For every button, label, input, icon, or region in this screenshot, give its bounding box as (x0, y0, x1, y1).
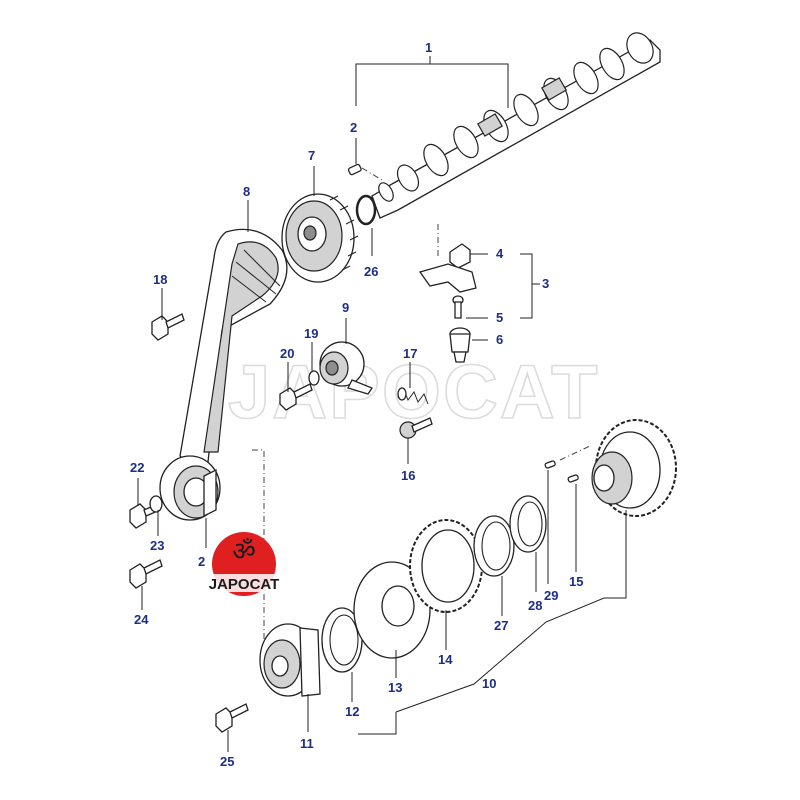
key[interactable] (567, 474, 579, 483)
camshaft-sprocket[interactable] (281, 193, 359, 283)
stud-bolt[interactable] (399, 417, 433, 439)
label-14[interactable]: 14 (438, 652, 453, 667)
label-25[interactable]: 25 (220, 754, 234, 769)
label-23[interactable]: 23 (150, 538, 164, 553)
label-20[interactable]: 20 (280, 346, 294, 361)
sensor-bolt[interactable] (449, 327, 471, 363)
label-27[interactable]: 27 (494, 618, 508, 633)
label-7[interactable]: 7 (308, 148, 315, 163)
label-5[interactable]: 5 (496, 310, 503, 325)
key[interactable] (544, 460, 556, 469)
part-labels: 1 2 7 8 26 18 4 3 5 6 9 19 20 17 16 22 2… (130, 40, 583, 769)
label-13[interactable]: 13 (388, 680, 402, 695)
washer-plate[interactable] (353, 561, 431, 659)
gear-wheel[interactable] (409, 519, 483, 613)
bolt[interactable] (129, 559, 163, 589)
label-2[interactable]: 2 (350, 120, 357, 135)
label-22[interactable]: 22 (130, 460, 144, 475)
label-24[interactable]: 24 (134, 612, 149, 627)
label-9[interactable]: 9 (342, 300, 349, 315)
sensor-bracket[interactable] (418, 243, 477, 319)
bolt[interactable] (279, 383, 313, 411)
label-1[interactable]: 1 (425, 40, 432, 55)
washer[interactable] (149, 495, 163, 513)
label-28[interactable]: 28 (528, 598, 542, 613)
label-6[interactable]: 6 (496, 332, 503, 347)
ring[interactable] (509, 495, 547, 553)
label-2b[interactable]: 2 (198, 554, 205, 569)
label-29[interactable]: 29 (544, 588, 558, 603)
label-3[interactable]: 3 (542, 276, 549, 291)
bolt[interactable] (151, 313, 185, 341)
logo-text: JAPOCAT (209, 576, 280, 593)
label-4[interactable]: 4 (496, 246, 504, 261)
dowel-pin[interactable] (347, 163, 362, 176)
timing-belt[interactable] (179, 228, 288, 466)
camshaft[interactable] (371, 28, 661, 219)
bolt[interactable] (215, 703, 249, 733)
spring[interactable] (397, 387, 429, 405)
logo-mark-icon: ॐ (232, 537, 256, 567)
snap-ring[interactable] (355, 194, 377, 226)
label-16[interactable]: 16 (401, 468, 415, 483)
label-18[interactable]: 18 (153, 272, 167, 287)
spacer-ring[interactable] (321, 607, 363, 673)
drive-gear[interactable] (591, 419, 677, 517)
label-17[interactable]: 17 (403, 346, 417, 361)
tensioner-pulley[interactable] (319, 341, 373, 395)
label-11[interactable]: 11 (300, 736, 314, 751)
label-8[interactable]: 8 (243, 184, 250, 199)
crankshaft-sprocket[interactable] (259, 623, 321, 697)
label-26[interactable]: 26 (364, 264, 378, 279)
label-15[interactable]: 15 (569, 574, 583, 589)
label-12[interactable]: 12 (345, 704, 359, 719)
leader-lines (137, 56, 627, 752)
japocat-logo: ॐ JAPOCAT (198, 532, 290, 596)
label-19[interactable]: 19 (304, 326, 318, 341)
label-10[interactable]: 10 (482, 676, 496, 691)
crankshaft-pulley[interactable] (159, 455, 221, 521)
ring[interactable] (473, 515, 515, 577)
washer[interactable] (308, 370, 320, 386)
